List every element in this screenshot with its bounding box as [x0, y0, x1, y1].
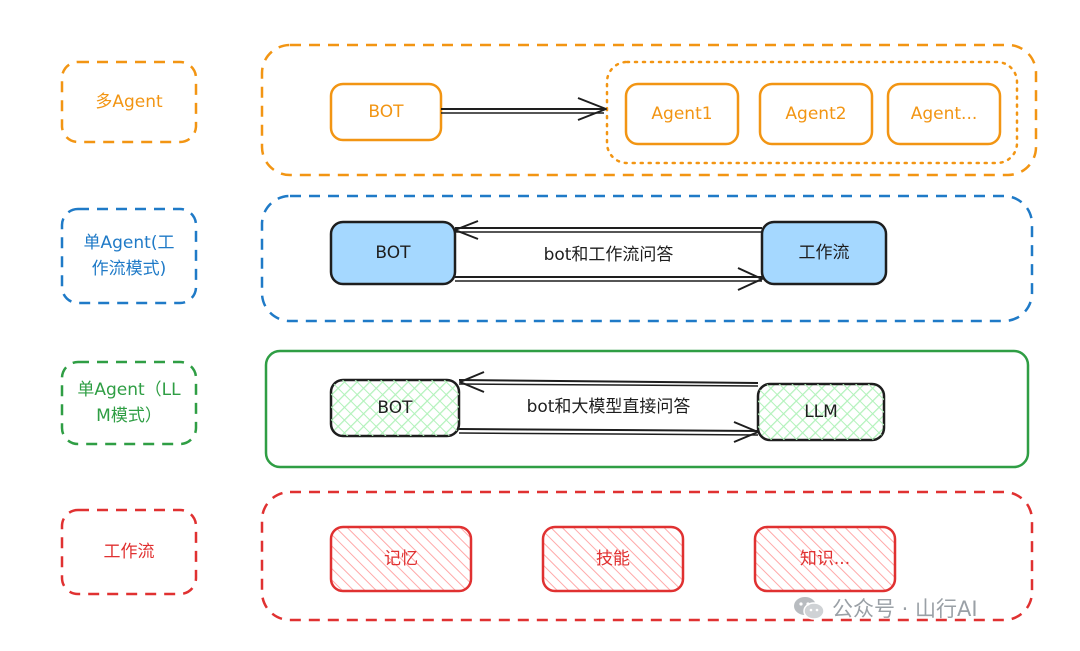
single-llm-bot-label: BOT: [377, 398, 413, 418]
memory-box: [329, 525, 473, 593]
knowledge-label: 知识...: [799, 549, 851, 569]
workflow-target-label: 工作流: [798, 243, 850, 263]
wechat-icon: [794, 597, 825, 620]
agent1-label: Agent1: [651, 104, 713, 124]
multi-agent-bot-box: [329, 82, 443, 142]
single-workflow-bot-label: BOT: [375, 243, 411, 263]
workflow-target-box: [760, 220, 888, 286]
llm-arrow-text: bot和大模型直接问答: [526, 397, 691, 417]
llm-target-label: LLM: [804, 402, 838, 422]
agents-group: [605, 60, 1019, 165]
workflow-arrow-text: bot和工作流问答: [543, 245, 674, 265]
memory-label: 记忆: [384, 549, 418, 569]
watermark-text: 公众号 · 山行AI: [832, 597, 978, 621]
agent2-label: Agent2: [785, 104, 847, 124]
agent1-box: [624, 82, 740, 146]
skill-box: [541, 525, 685, 593]
workflow-label: 工作流: [103, 542, 155, 562]
single-workflow-label-box: [60, 207, 198, 305]
single-llm-label-box: [60, 360, 198, 446]
multi-agent-label-box: [60, 60, 198, 144]
agent-more-box: [886, 82, 1002, 146]
multi-agent-label: 多Agent: [95, 92, 163, 112]
agent2-box: [758, 82, 874, 146]
watermark: 公众号 · 山行AI: [792, 590, 1062, 626]
single-workflow-label: 单Agent(工 作流模式): [83, 233, 175, 279]
skill-label: 技能: [596, 549, 630, 569]
workflow-label-box: [60, 508, 198, 596]
single-llm-container: [264, 349, 1030, 469]
knowledge-box: [753, 525, 897, 593]
multi-agent-bot-label: BOT: [368, 102, 404, 122]
single-workflow-bot-box: [329, 220, 457, 286]
multi-agent-container: [260, 43, 1038, 177]
single-workflow-container: [260, 194, 1034, 323]
single-llm-label: 单Agent（LL M模式）: [77, 380, 181, 426]
agent-more-label: Agent...: [910, 104, 978, 124]
